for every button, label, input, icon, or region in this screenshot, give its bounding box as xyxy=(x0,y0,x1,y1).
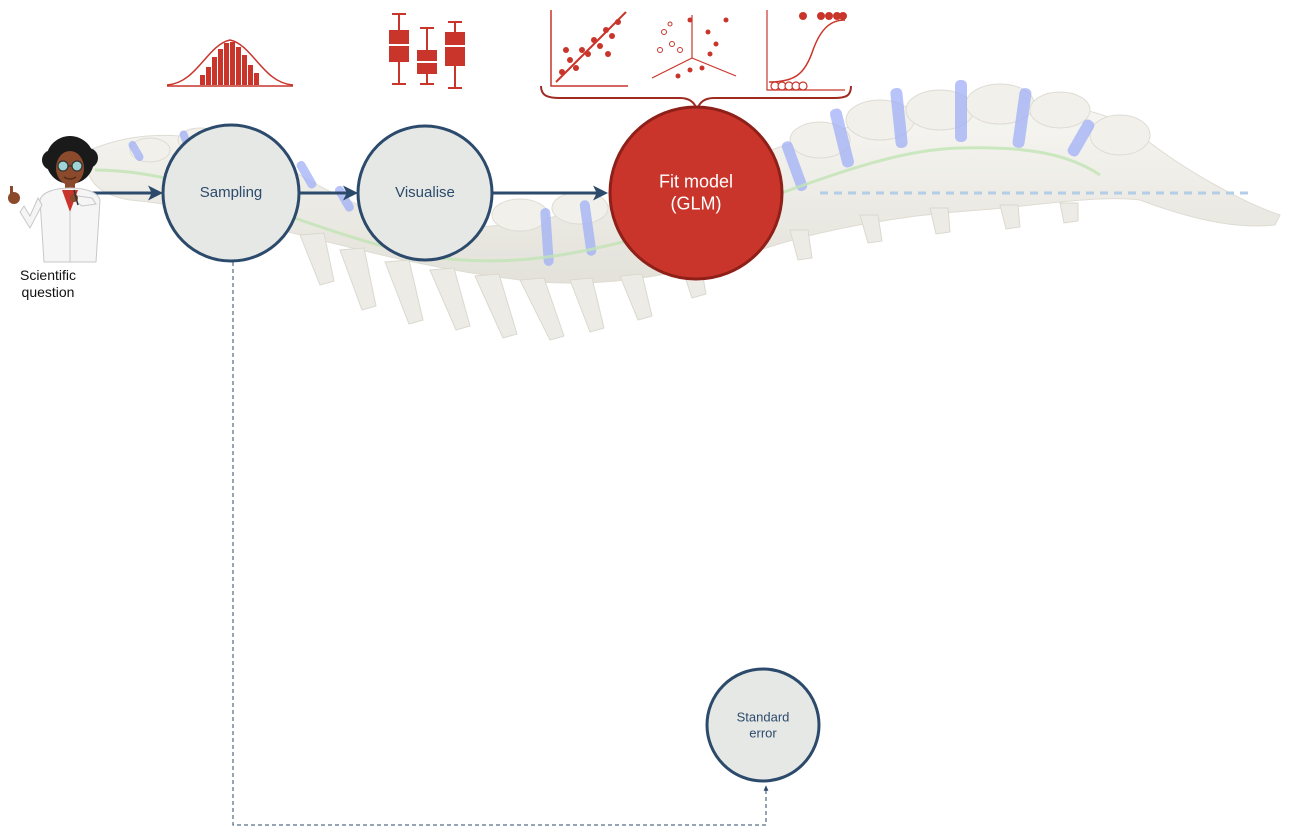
scientific-question-line1: Scientific xyxy=(20,267,76,284)
ternary-scatter-icon xyxy=(652,15,736,79)
visualise-label: Visualise xyxy=(395,184,455,202)
sampling-label: Sampling xyxy=(200,184,263,202)
normal-distribution-icon xyxy=(167,40,293,86)
scientific-question-caption: Scientific question xyxy=(20,267,76,301)
fit-model-label: Fit model (GLM) xyxy=(659,171,733,214)
fit-model-label-line2: (GLM) xyxy=(659,193,733,215)
scientist-avatar xyxy=(8,136,100,262)
linear-regression-icon xyxy=(551,10,628,86)
standard-error-label: Standard error xyxy=(737,709,790,740)
standard-error-label-line1: Standard xyxy=(737,709,790,725)
fit-model-label-line1: Fit model xyxy=(659,171,733,193)
scientific-question-line2: question xyxy=(20,284,76,301)
boxplot-icon xyxy=(389,14,465,88)
dashed-connector-sampling-to-standard-error xyxy=(233,262,766,825)
logistic-curve-icon xyxy=(767,10,847,90)
standard-error-label-line2: error xyxy=(737,725,790,741)
